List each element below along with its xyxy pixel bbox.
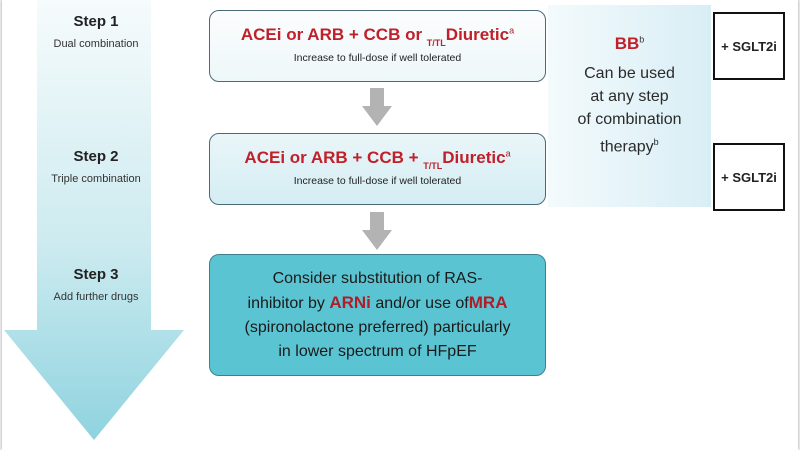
step-3-regimen-box: Consider substitution of RAS- inhibitor … (209, 254, 546, 376)
step-1-title: Step 1 (73, 13, 119, 30)
arni-label: ARNi (329, 293, 371, 312)
step-3-title: Step 3 (73, 266, 119, 283)
step-3: Step 3 Add further drugs (16, 266, 176, 303)
sglt2i-box-1: + SGLT2i (713, 12, 785, 80)
step-2-footnote-a: a (505, 148, 511, 159)
step-3-line-1: Consider substitution of RAS- (272, 270, 483, 287)
bb-text: BB (614, 34, 640, 53)
bb-line-4: therapy (600, 138, 654, 156)
step-1-note: Increase to full-dose if well tolerated (293, 52, 462, 64)
step-2-drugs: ACEi or ARB + CCB + (244, 148, 424, 167)
step-1-drugs: ACEi or ARB + CCB or (240, 25, 427, 44)
step-2-diuretic: Diuretic (442, 148, 506, 167)
step-2-subtitle: Triple combination (51, 173, 141, 185)
step-2-title: Step 2 (73, 148, 119, 165)
sglt2i-box-2: + SGLT2i (713, 143, 785, 211)
step-3-line-4: in lower spectrum of HFpEF (278, 343, 477, 360)
down-arrow-icon (362, 212, 392, 250)
bb-line-4-footnote: b (653, 137, 659, 147)
step-3-line-2a: inhibitor by (247, 295, 330, 312)
bb-line-2: at any step (590, 88, 669, 105)
mra-label: MRA (468, 293, 508, 312)
step-2-note: Increase to full-dose if well tolerated (293, 175, 462, 187)
bb-footnote: b (639, 34, 645, 45)
step-3-subtitle: Add further drugs (53, 291, 139, 303)
step-3-line-2b: and/or use of (370, 295, 469, 312)
step-1-subtitle: Dual combination (53, 38, 139, 50)
step-1-regimen: ACEi or ARB + CCB or T/TLDiuretica (210, 25, 545, 48)
step-1-footnote-a: a (509, 25, 515, 36)
step-1-diuretic: Diuretic (445, 25, 510, 44)
step-2-regimen: ACEi or ARB + CCB + T/TLDiuretica (210, 148, 545, 171)
step-2: Step 2 Triple combination (16, 148, 176, 185)
step-3-line-3: (spironolactone preferred) particularly (244, 319, 511, 336)
bb-panel: BBb Can be used at any step of combinati… (548, 5, 711, 207)
bb-description: Can be used at any step of combination t… (548, 62, 711, 158)
step-1-regimen-box: ACEi or ARB + CCB or T/TLDiuretica Incre… (209, 10, 546, 82)
step-3-text: Consider substitution of RAS- inhibitor … (210, 255, 545, 376)
down-arrow-icon (362, 88, 392, 126)
bb-label: BBb (548, 34, 711, 54)
step-1-diuretic-prefix: T/TL (426, 38, 446, 48)
step-2-diuretic-prefix: T/TL (423, 161, 443, 171)
step-2-regimen-box: ACEi or ARB + CCB + T/TLDiuretica Increa… (209, 133, 546, 205)
step-1: Step 1 Dual combination (16, 13, 176, 50)
bb-line-1: Can be used (584, 65, 675, 82)
bb-line-3: of combination (577, 111, 682, 128)
